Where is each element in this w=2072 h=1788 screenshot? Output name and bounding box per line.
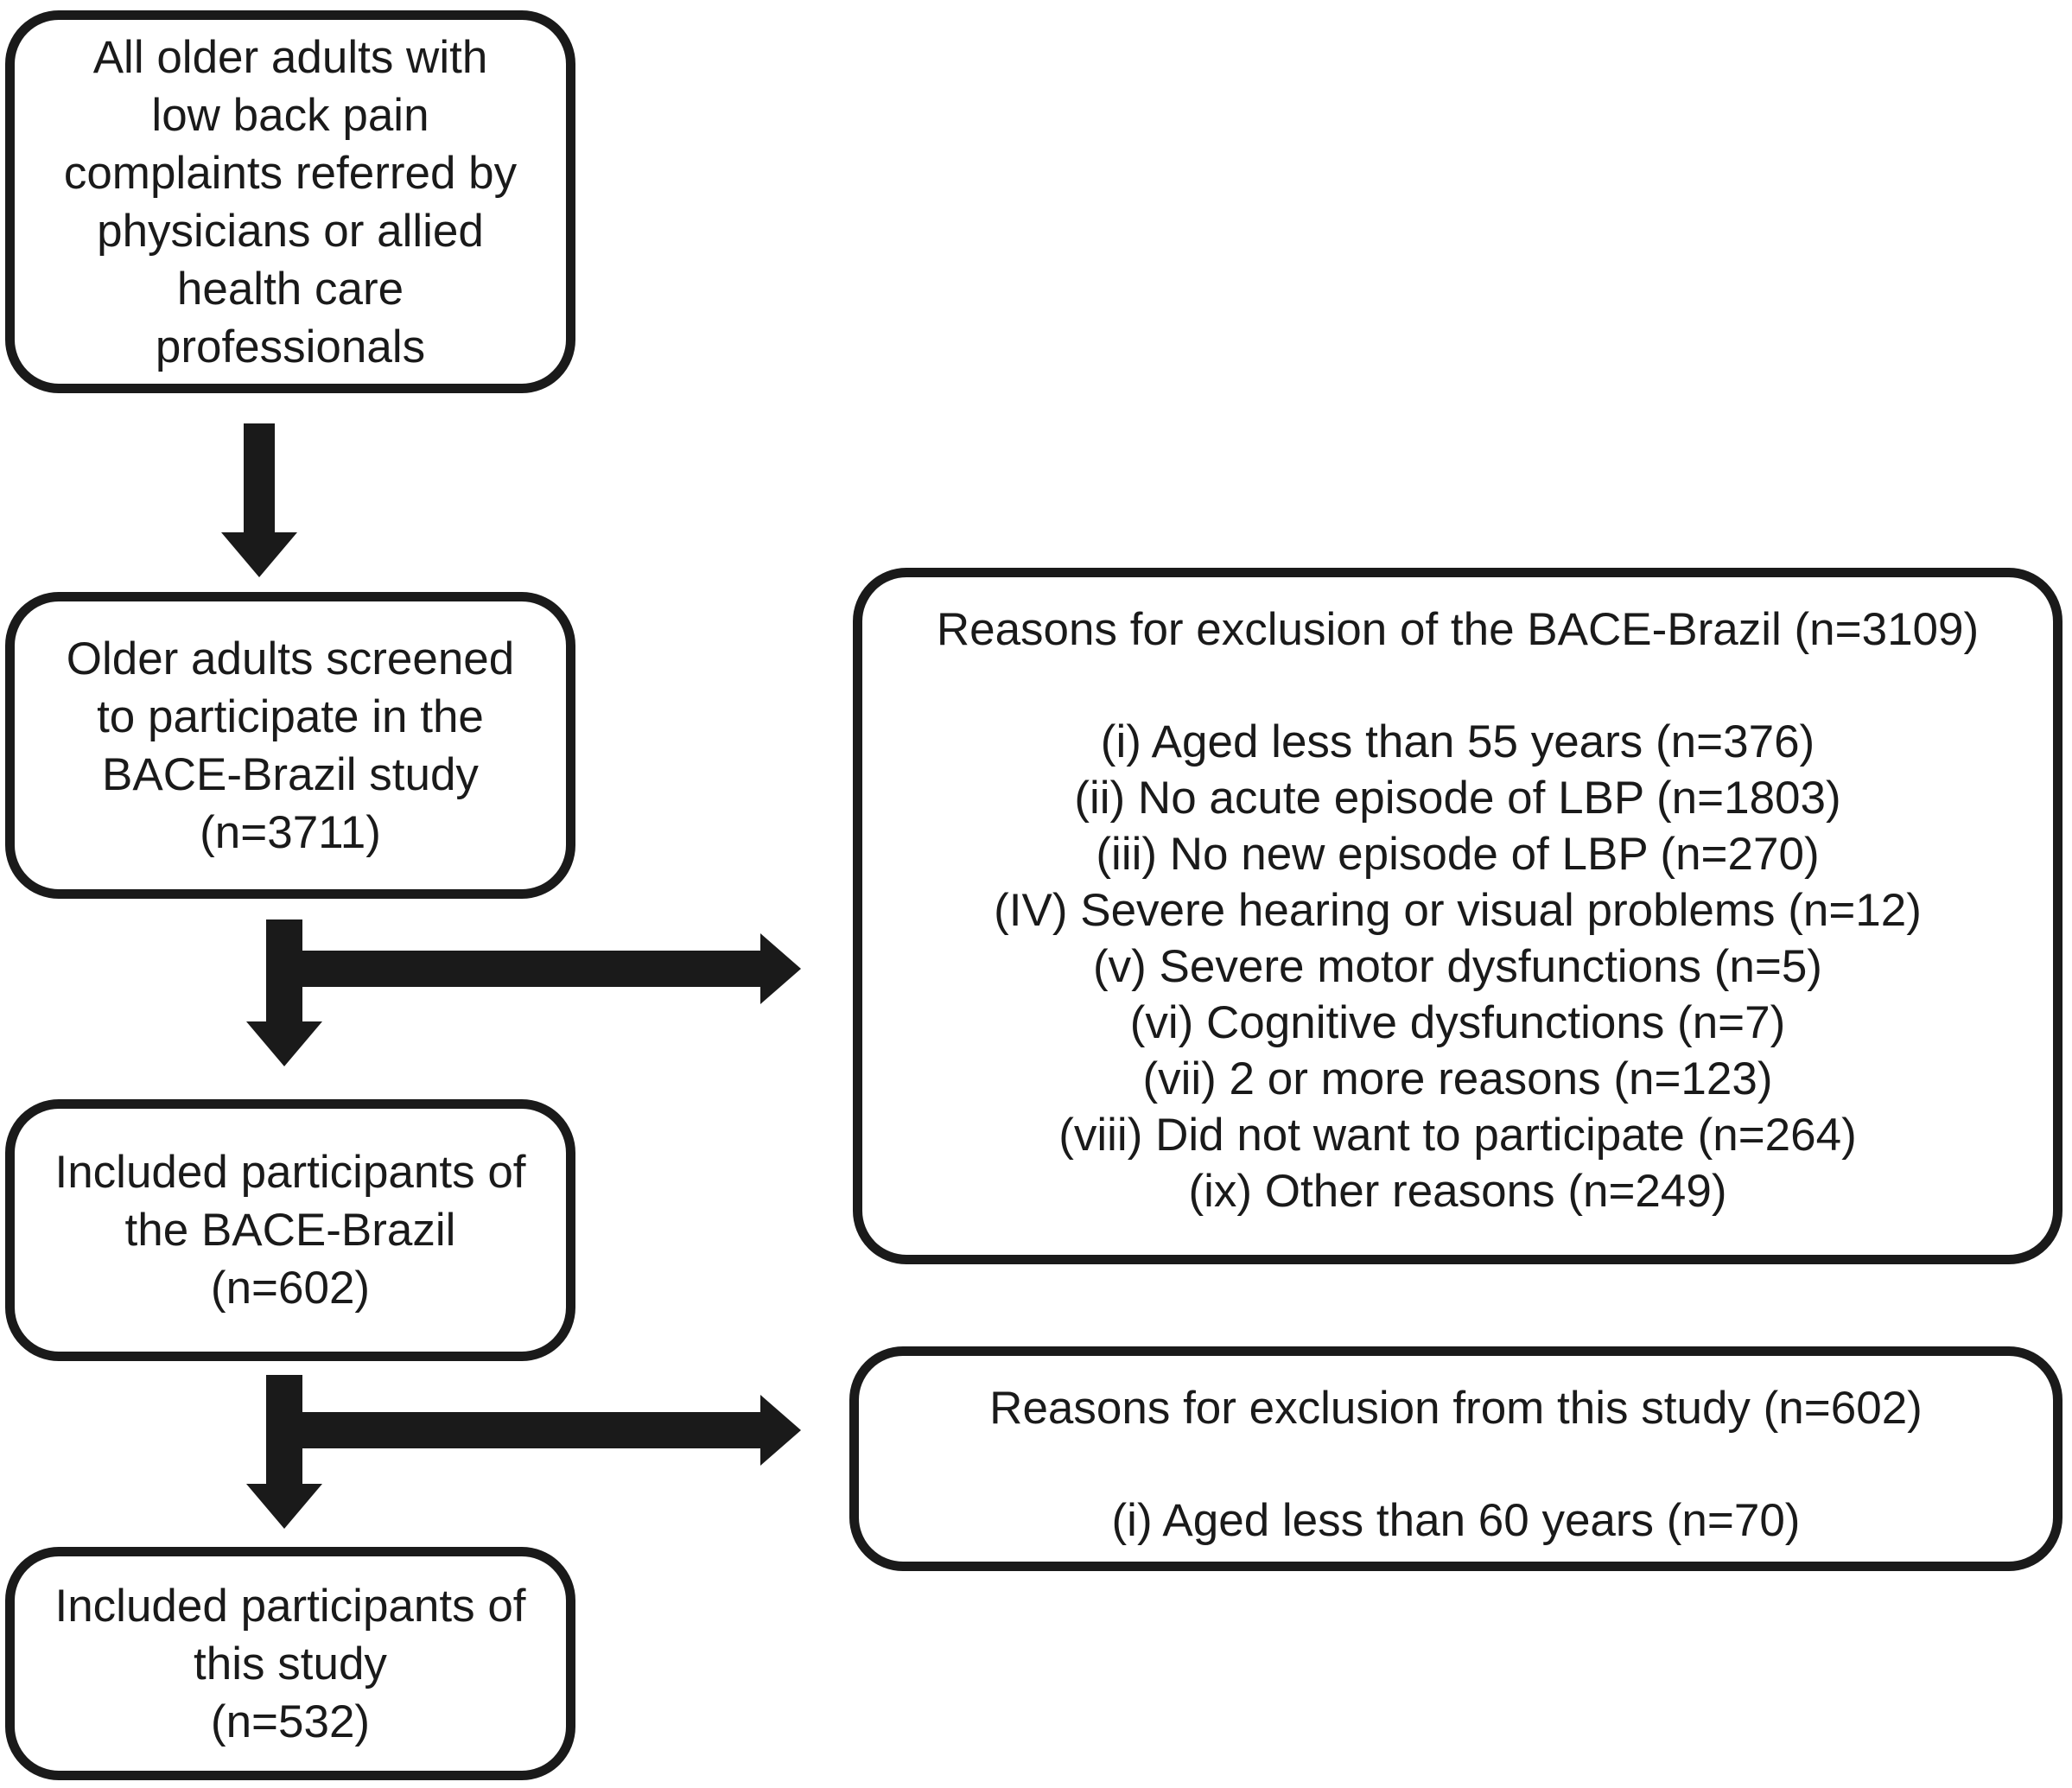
arrow-branch-to-study-exclusions xyxy=(302,1395,801,1466)
exclusion-item: (viii) Did not want to participate (n=26… xyxy=(1058,1110,1857,1161)
exclusion-box-this-study-title: Reasons for exclusion from this study (n… xyxy=(989,1383,1923,1434)
exclusion-box-bace-title: Reasons for exclusion of the BACE-Brazil… xyxy=(936,604,1980,655)
arrow-shaft xyxy=(266,919,302,1023)
arrow-down-head-icon xyxy=(246,1021,322,1066)
spacer xyxy=(859,1436,2053,1492)
spacer xyxy=(862,658,2053,714)
flow-box-screened: Older adults screened to participate in … xyxy=(5,592,575,899)
exclusion-item: (vi) Cognitive dysfunctions (n=7) xyxy=(1129,997,1786,1048)
exclusion-item: (vii) 2 or more reasons (n=123) xyxy=(1142,1053,1773,1104)
arrow-down-head-icon xyxy=(246,1484,322,1529)
exclusion-item: (v) Severe motor dysfunctions (n=5) xyxy=(1093,941,1822,992)
flow-box-included-this-study: Included participants of this study (n=5… xyxy=(5,1547,575,1780)
arrow-branch-to-bace-exclusions xyxy=(302,933,801,1004)
arrow-shaft xyxy=(266,1375,302,1486)
arrow-right-head-icon xyxy=(760,933,801,1004)
arrow-shaft xyxy=(244,423,275,534)
exclusion-item: (IV) Severe hearing or visual problems (… xyxy=(994,885,1922,936)
flow-box-referred-population: All older adults with low back pain comp… xyxy=(5,10,575,393)
arrow-box1-to-box2 xyxy=(221,423,297,577)
exclusion-item: (i) Aged less than 55 years (n=376) xyxy=(1100,716,1815,767)
exclusion-item: (i) Aged less than 60 years (n=70) xyxy=(1111,1495,1801,1546)
arrow-shaft xyxy=(302,951,760,987)
arrow-right-head-icon xyxy=(760,1395,801,1466)
arrow-shaft xyxy=(302,1412,760,1448)
exclusion-box-this-study: Reasons for exclusion from this study (n… xyxy=(849,1346,2062,1571)
arrow-box2-to-box3 xyxy=(246,919,322,1070)
flow-box-included-bace: Included participants of the BACE-Brazil… xyxy=(5,1099,575,1361)
arrow-down-head-icon xyxy=(221,532,297,577)
exclusion-box-bace: Reasons for exclusion of the BACE-Brazil… xyxy=(853,568,2062,1264)
exclusion-item: (ii) No acute episode of LBP (n=1803) xyxy=(1074,773,1841,824)
arrow-box3-to-box4 xyxy=(246,1375,322,1532)
exclusion-item: (ix) Other reasons (n=249) xyxy=(1188,1166,1727,1217)
exclusion-item: (iii) No new episode of LBP (n=270) xyxy=(1096,829,1820,880)
